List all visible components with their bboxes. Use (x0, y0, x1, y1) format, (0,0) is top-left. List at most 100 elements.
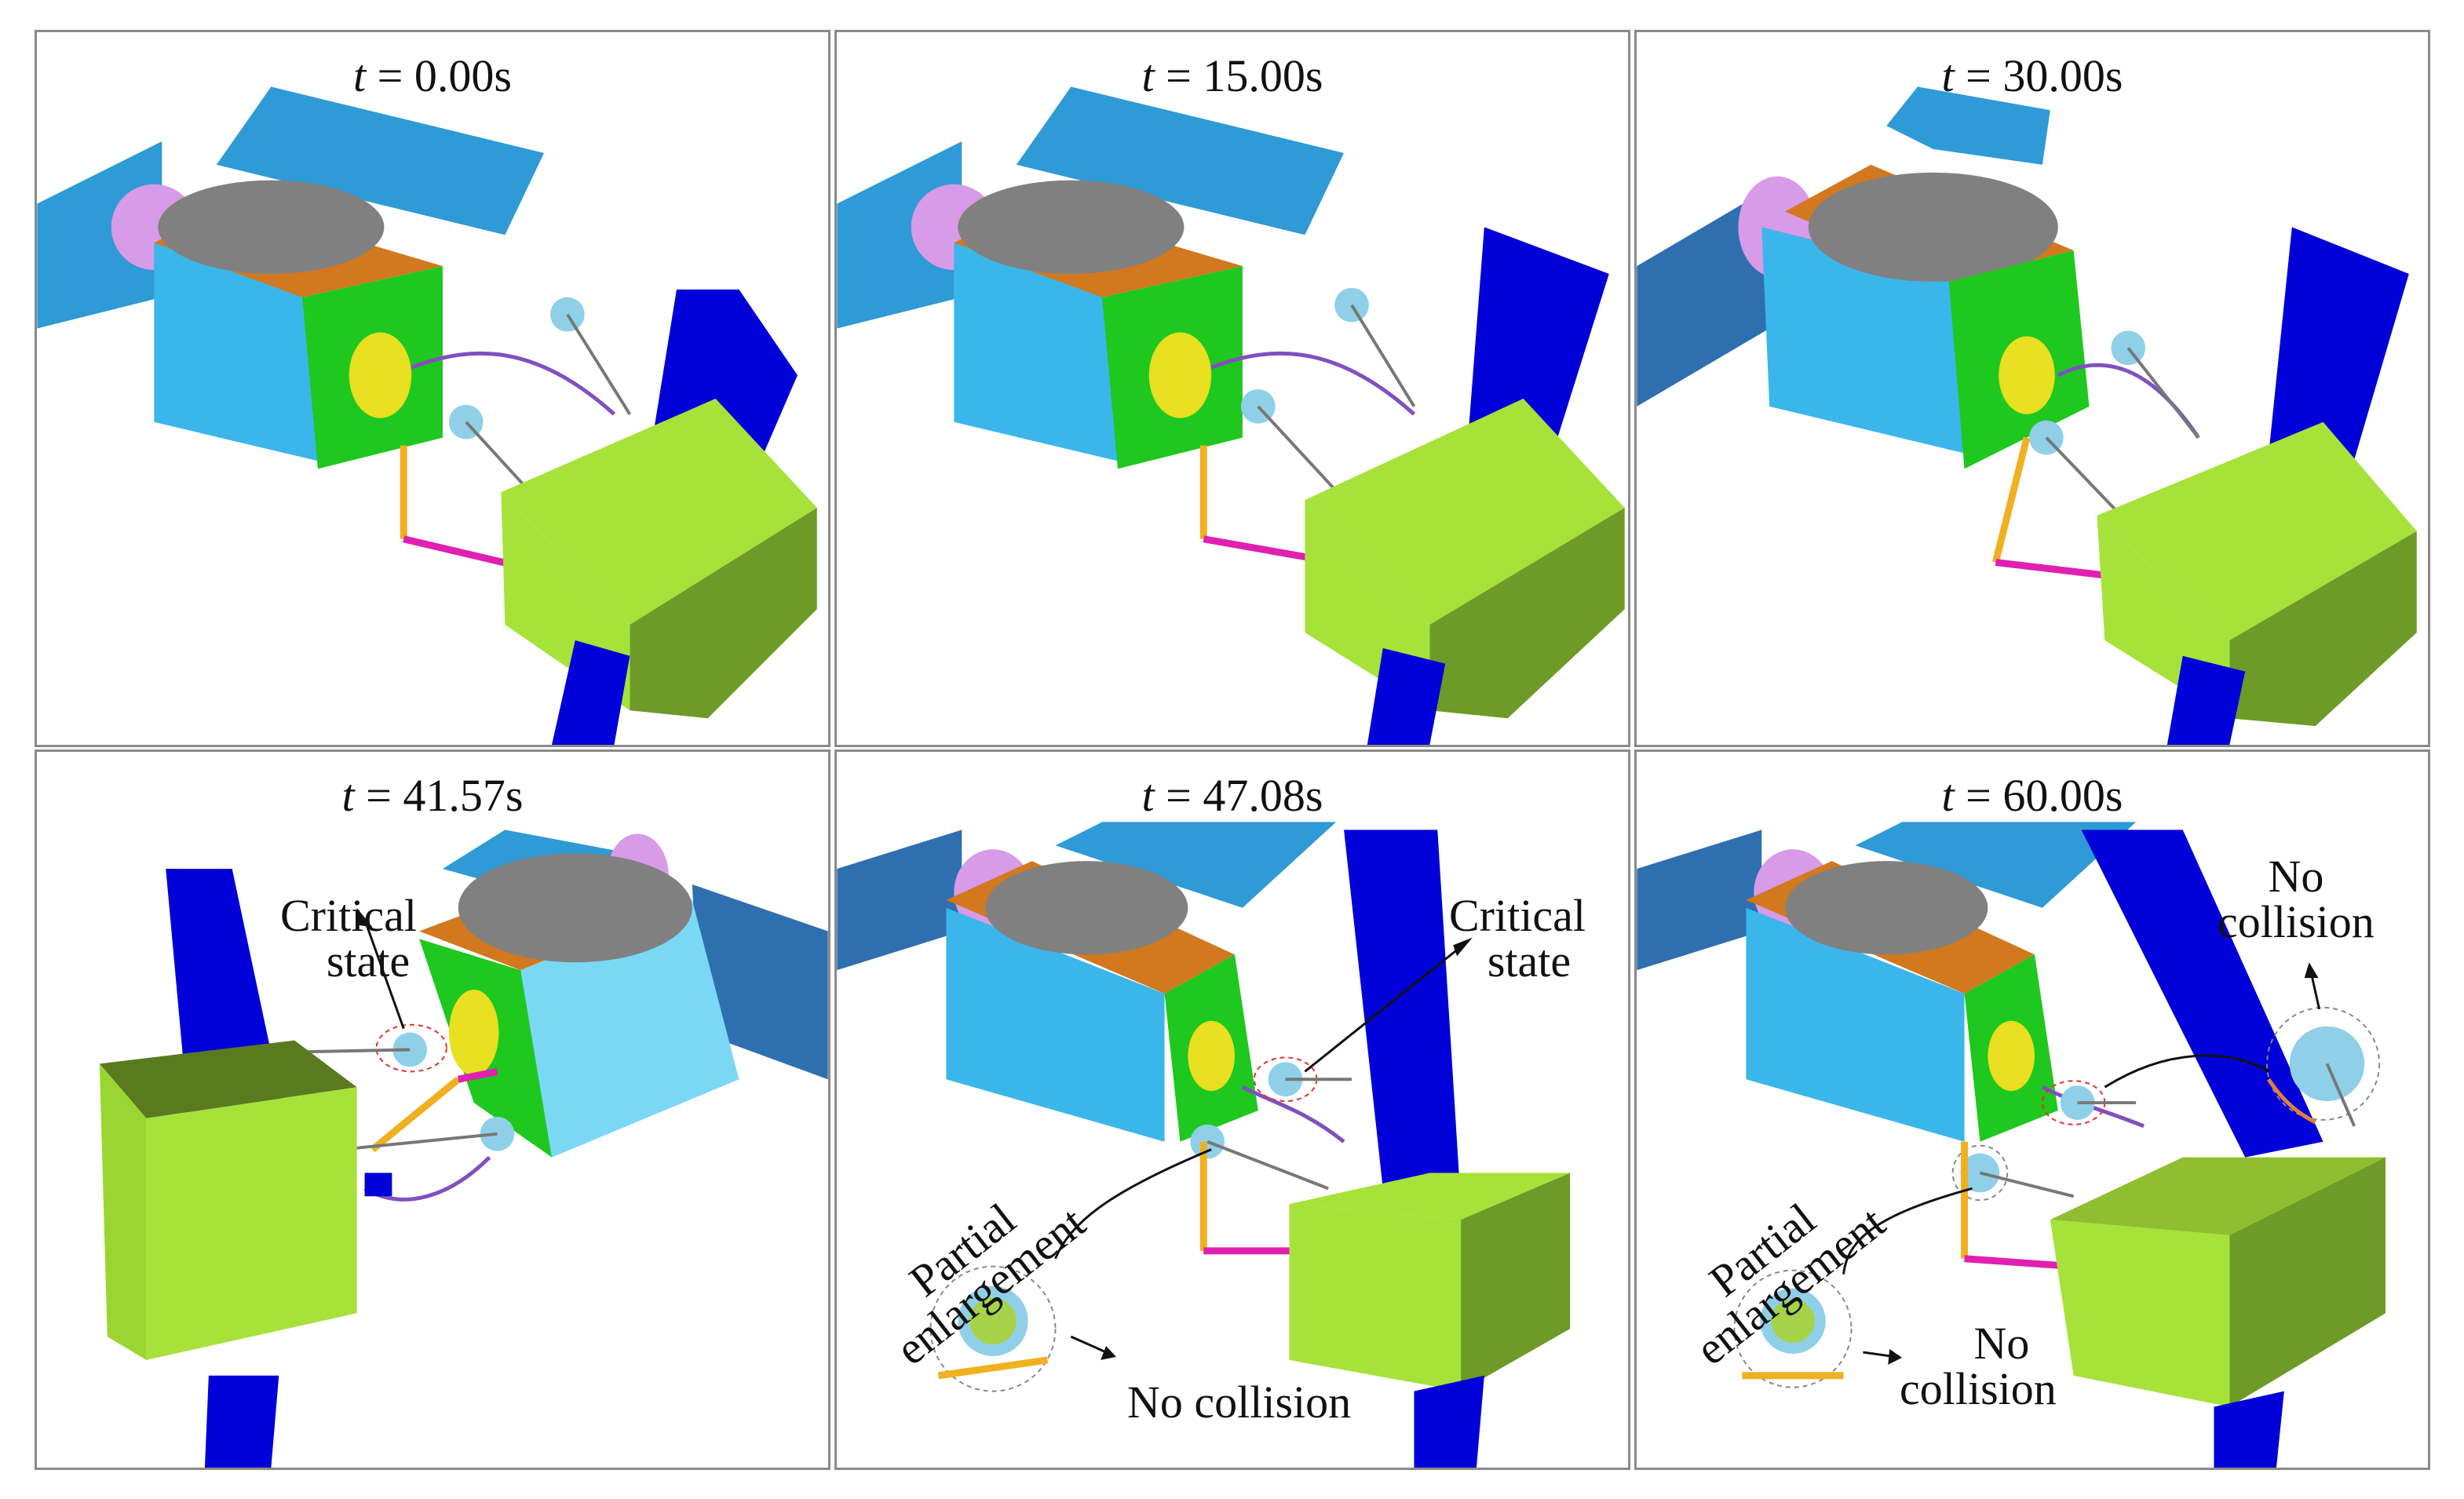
rod-2 (1979, 1171, 2075, 1198)
panel-t30: t = 30.00s (1634, 30, 2430, 747)
bus-side (520, 899, 739, 1158)
antenna-dish (958, 180, 1185, 274)
time-var: t (353, 50, 367, 101)
enlarged-link (937, 1356, 1049, 1380)
rod-1 (1350, 304, 1416, 407)
arm-link-magenta (1964, 1255, 2074, 1271)
enlargement-circle (929, 1265, 1057, 1392)
enlarged-rod-top (2325, 1063, 2356, 1127)
arm-link-magenta (457, 1067, 498, 1083)
target-box-side (2229, 531, 2417, 727)
docking-ring (1148, 332, 1212, 418)
sphere-1 (2111, 330, 2146, 366)
solar-panel-left (1637, 188, 1770, 407)
rod-2 (341, 1132, 498, 1151)
target-box-front (1305, 398, 1625, 625)
time-label: t = 60.00s (1637, 769, 2428, 822)
scene-svg (837, 86, 1625, 745)
time-value: = 41.57s (354, 770, 524, 821)
time-var: t (1941, 770, 1955, 821)
scene-svg (1637, 822, 2386, 1468)
time-value: = 60.00s (1954, 770, 2123, 821)
tether-cable (1241, 1085, 1345, 1143)
tether-cable (411, 351, 616, 416)
target-solar-panel-top (2081, 830, 2323, 1158)
docking-ring (1188, 1020, 1235, 1092)
time-label: t = 0.00s (37, 49, 828, 102)
solar-panel-left (837, 830, 962, 971)
enlarged-cable-top (2266, 1078, 2316, 1125)
critical-arrow (363, 919, 405, 1030)
arm-link-yellow (370, 1076, 461, 1153)
scene-svg (1637, 86, 2417, 745)
target-box-main (1289, 1204, 1462, 1391)
target-box-front (2097, 421, 2417, 640)
no-collision-bottom-label: No collision (1900, 1321, 2057, 1412)
target-box-connector (364, 1173, 392, 1197)
bus-side (1761, 227, 1965, 454)
target-box-main (2050, 1220, 2230, 1407)
antenna-dish (458, 853, 692, 963)
critical-zone-circle (375, 1023, 447, 1073)
nocol-top-up-arrow (2310, 973, 2321, 1010)
no-collision-top-label: No collision (2218, 854, 2375, 945)
panel-t0: t = 0.00s (35, 30, 830, 747)
nocol-top-arrow (2104, 1054, 2269, 1089)
panel-t47: t = 47.08s Critical state Partial enlarg… (834, 750, 1630, 1470)
enlargement-circle-top (2266, 1006, 2381, 1121)
target-box-top (2050, 1157, 2386, 1235)
time-value: = 47.08s (1154, 770, 1323, 821)
time-value: = 30.00s (1954, 50, 2123, 101)
target-box-front (501, 398, 817, 625)
nocol-top-line-2: collision (2218, 896, 2375, 947)
critical-state-label: Critical state (280, 893, 417, 984)
sphere-2-zone (1951, 1144, 2009, 1202)
enlargement-arrow (1842, 1187, 1973, 1275)
scene-svg (37, 86, 817, 745)
no-collision-label: No collision (1127, 1377, 1352, 1428)
antenna-dish (158, 180, 385, 274)
bus-side (1746, 907, 1965, 1142)
docking-ring (349, 332, 412, 418)
target-solar-panel-top (1344, 830, 1462, 1205)
critical-line-2: state (326, 936, 411, 987)
docking-ring (1999, 336, 2055, 414)
target-box-front (1289, 1173, 1571, 1220)
rod-1 (294, 1048, 411, 1054)
critical-arrowhead (356, 907, 373, 928)
solar-panel-top (1886, 86, 2050, 165)
time-var: t (341, 770, 355, 821)
solar-panel-top (1855, 822, 2137, 908)
target-box-main (146, 1087, 357, 1360)
solar-panel-left (37, 141, 162, 329)
scene-svg (837, 822, 1571, 1468)
arm-link-yellow (1991, 436, 2031, 563)
no-collision-arrowhead (1101, 1346, 1116, 1360)
time-var: t (1141, 770, 1155, 821)
time-value: = 0.00s (366, 50, 512, 101)
enlarged-sphere-core (969, 1297, 1017, 1345)
solar-panel-left (837, 141, 962, 329)
panel-t60: t = 60.00s No collision Partial enlargem… (1634, 750, 2430, 1470)
target-solar-panel-bottom (204, 1375, 279, 1468)
antenna-dish (1785, 861, 1988, 955)
docking-ring (1988, 1020, 2035, 1092)
target-solar-panel-bottom (2214, 1391, 2284, 1468)
time-value: = 15.00s (1154, 50, 1323, 101)
solar-panel-top (216, 86, 545, 235)
sphere-2 (1960, 1153, 2000, 1193)
target-box-side (1461, 1173, 1571, 1391)
target-solar-panel-bottom (1414, 1375, 1484, 1468)
scene-svg (99, 830, 828, 1468)
panel-t15: t = 15.00s (834, 30, 1630, 747)
nocol-bot-line-1: No (1973, 1318, 2030, 1369)
critical-line-2: state (1487, 936, 1571, 987)
antenna-dish (1808, 172, 2058, 282)
solar-panel-top (1055, 822, 1337, 908)
time-var: t (1941, 50, 1955, 101)
time-label: t = 15.00s (837, 49, 1628, 102)
target-solar-panel-bottom (2166, 655, 2246, 745)
sphere-1 (392, 1032, 428, 1067)
target-box-side (2229, 1157, 2386, 1407)
